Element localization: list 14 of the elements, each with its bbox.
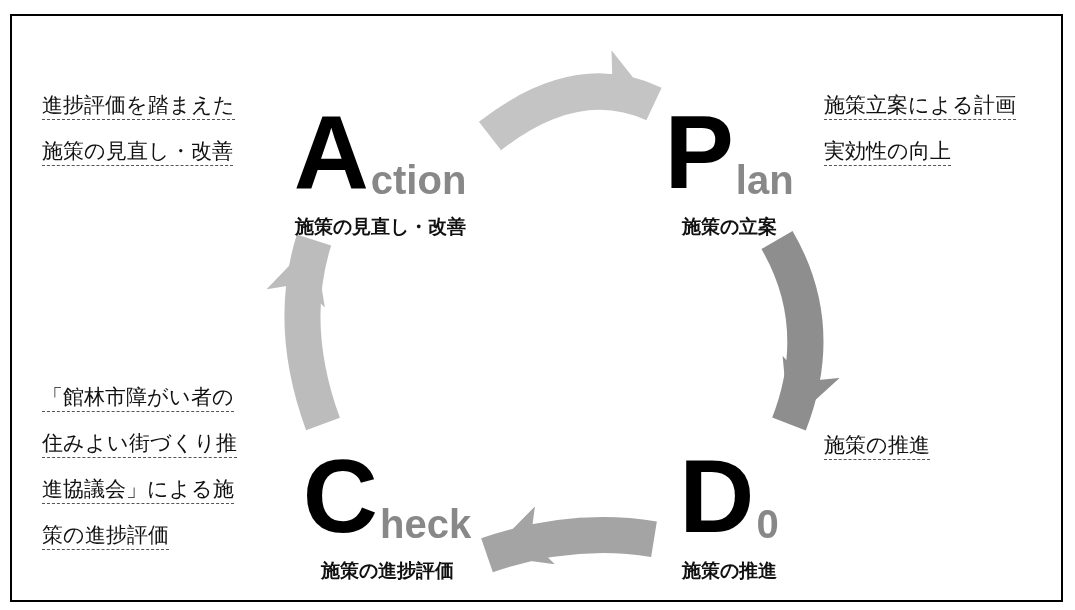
description-note: 施策の推進 [824, 432, 931, 459]
stage-subtitle: 施策の立案 [681, 214, 777, 239]
description-note: 施策立案による計画実効性の向上 [824, 92, 1017, 165]
cycle-arrow [267, 235, 341, 430]
stage-subtitle: 施策の見直し・改善 [294, 214, 466, 239]
stage-heading: D0 [679, 450, 779, 544]
stage-heading: Check [302, 450, 472, 544]
description-note: 進捗評価を踏まえた施策の見直し・改善 [42, 92, 236, 165]
stage-heading: Action [293, 106, 467, 200]
stage-subtitle: 施策の進捗評価 [320, 558, 454, 583]
description-note: 「館林市障がい者の住みよい街づくり推進協議会」による施策の進捗評価 [42, 384, 238, 549]
stage-subtitle: 施策の推進 [681, 558, 777, 583]
cycle-arrow [481, 507, 657, 573]
stage-heading: Plan [664, 106, 794, 200]
